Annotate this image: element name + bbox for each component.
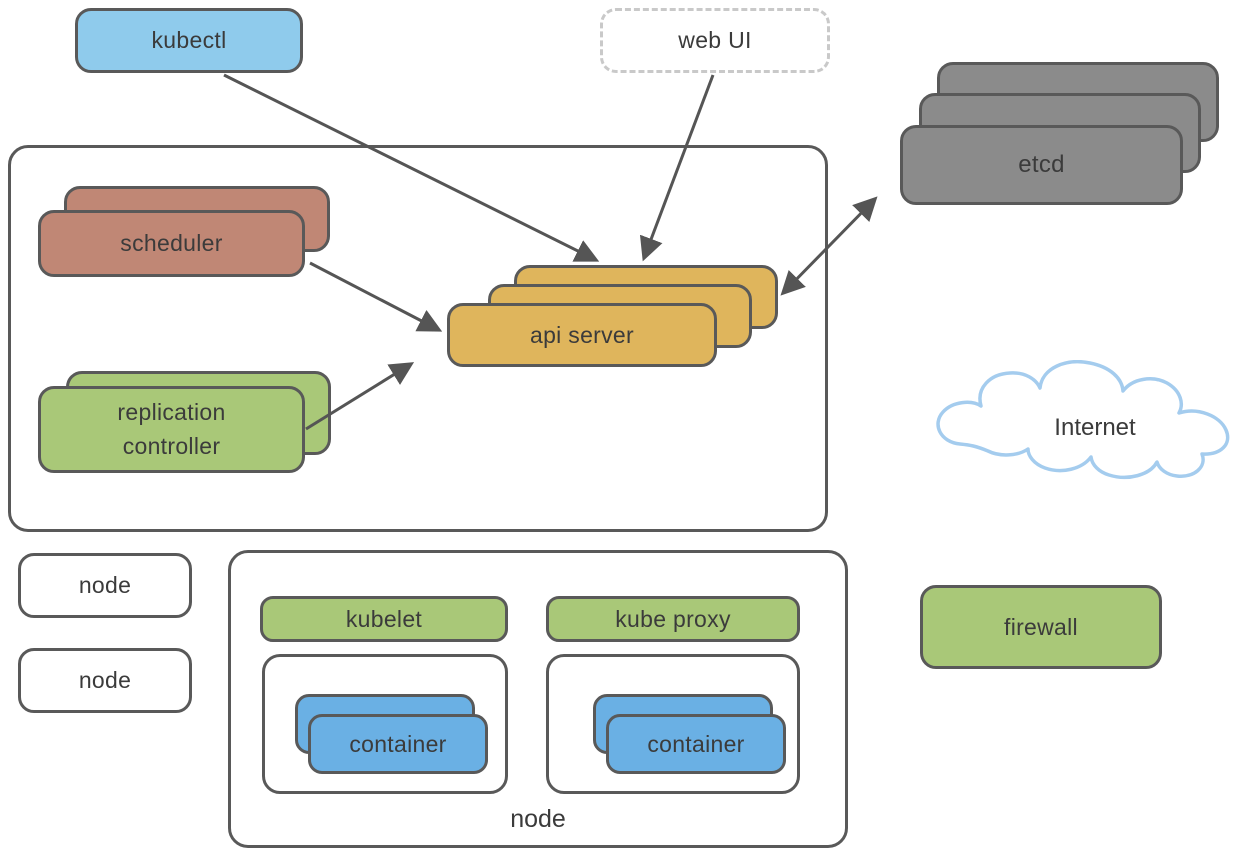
container-2-label: container — [647, 730, 745, 757]
container-box-1: container — [308, 714, 488, 774]
node-2-label: node — [78, 667, 132, 693]
node-box-2: node — [18, 648, 192, 713]
firewall-box: firewall — [920, 585, 1162, 669]
container-box-2: container — [606, 714, 786, 774]
kubelet-label: kubelet — [345, 605, 423, 632]
kubelet-box: kubelet — [260, 596, 508, 642]
replication-controller-label-line2: controller — [122, 432, 221, 459]
node-box-1: node — [18, 553, 192, 618]
scheduler-label: scheduler — [120, 230, 223, 256]
node-1-label: node — [78, 572, 132, 598]
api-server-box: api server — [447, 303, 717, 367]
kubectl-box: kubectl — [75, 8, 303, 73]
api-server-label: api server — [530, 321, 634, 348]
replication-controller-box: replication controller — [38, 386, 305, 473]
kubectl-label: kubectl — [151, 27, 227, 53]
internet-cloud-shape — [936, 360, 1230, 480]
web-ui-box: web UI — [600, 8, 830, 73]
internet-cloud — [936, 360, 1230, 480]
etcd-label: etcd — [1018, 151, 1065, 178]
kube-proxy-box: kube proxy — [546, 596, 800, 642]
scheduler-box: scheduler — [38, 210, 305, 277]
firewall-label: firewall — [1004, 613, 1078, 640]
internet-label: Internet — [1054, 414, 1136, 441]
container-1-label: container — [349, 730, 447, 757]
web-ui-label: web UI — [678, 27, 752, 53]
worker-node-label: node — [510, 805, 566, 833]
kube-proxy-label: kube proxy — [615, 605, 731, 632]
etcd-box: etcd — [900, 125, 1183, 205]
replication-controller-label-line1: replication — [117, 399, 226, 426]
